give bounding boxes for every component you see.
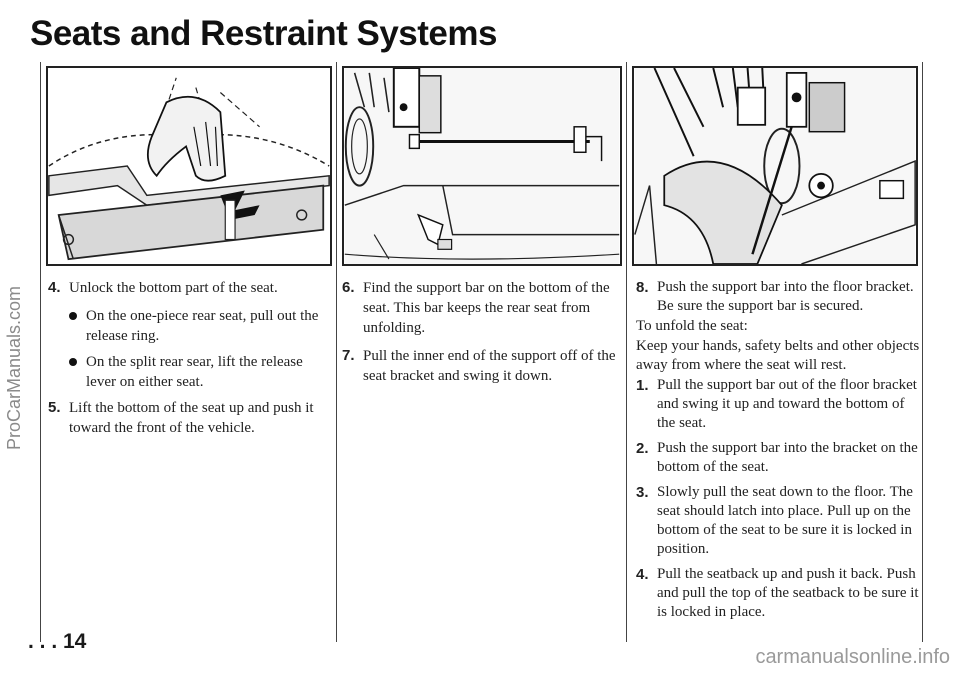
unfold-step-4: 4. Pull the seatback up and push it back… [636,565,920,622]
figure-seat-release [46,66,332,266]
unfold-heading: To unfold the seat: [636,318,748,334]
bullet-one-piece-seat: On the one-piece rear seat, pull out the… [48,306,334,346]
step-number: 3. [636,484,649,501]
step-4: 4. Unlock the bottom part of the seat. [48,278,334,298]
step-text: Find the support bar on the bottom of th… [363,280,610,336]
column-rule-middle-2 [626,62,627,642]
figure-support-bar [342,66,622,266]
step-number: 4. [636,566,649,583]
watermark-left-text: ProCarManuals.com [4,285,24,450]
floor-bracket-icon [634,68,916,264]
column-1: 4. Unlock the bottom part of the seat. O… [48,278,334,446]
unfold-step-1: 1. Pull the support bar out of the floor… [636,376,920,433]
column-3: 8. Push the support bar into the floor b… [636,278,920,622]
column-rule-right [922,62,923,642]
step-text: Push the support bar into the floor brac… [657,279,914,314]
column-rule-middle-1 [336,62,337,642]
unfold-note: Keep your hands, safety belts and other … [636,338,920,373]
step-5: 5. Lift the bottom of the seat up and pu… [48,398,334,438]
bullet-text: On the one-piece rear seat, pull out the… [86,308,319,344]
step-number: 8. [636,279,649,296]
step-number: 6. [342,279,355,296]
step-text: Pull the seatback up and push it back. P… [657,566,919,620]
step-text: Lift the bottom of the seat up and push … [69,400,314,436]
column-rule-left [40,62,41,642]
step-text: Unlock the bottom part of the seat. [69,280,278,296]
bullet-split-seat: On the split rear sear, lift the release… [48,352,334,392]
page-number: . . . 14 [28,630,87,653]
unfold-step-3: 3. Slowly pull the seat down to the floo… [636,483,920,559]
bullet-text: On the split rear sear, lift the release… [86,354,303,390]
step-number: 1. [636,377,649,394]
watermark-bottom: carmanualsonline.info [755,646,950,668]
column-2: 6. Find the support bar on the bottom of… [342,278,624,394]
step-number: 4. [48,279,61,296]
step-text: Push the support bar into the bracket on… [657,440,918,475]
step-number: 5. [48,399,61,416]
page-title: Seats and Restraint Systems [30,14,497,53]
figure-floor-bracket [632,66,918,266]
support-bar-icon [344,68,620,264]
step-number: 2. [636,440,649,457]
step-text: Pull the support bar out of the floor br… [657,377,917,431]
step-text: Slowly pull the seat down to the floor. … [657,484,913,557]
step-text: Pull the inner end of the support off of… [363,348,616,384]
step-6: 6. Find the support bar on the bottom of… [342,278,624,338]
step-8: 8. Push the support bar into the floor b… [636,278,920,316]
step-7: 7. Pull the inner end of the support off… [342,346,624,386]
seat-release-hand-icon [48,77,330,261]
bullet-icon [69,312,77,320]
unfold-step-2: 2. Push the support bar into the bracket… [636,439,920,477]
bullet-icon [69,358,77,366]
step-number: 7. [342,347,355,364]
watermark-left: ProCarManuals.com [4,286,24,450]
